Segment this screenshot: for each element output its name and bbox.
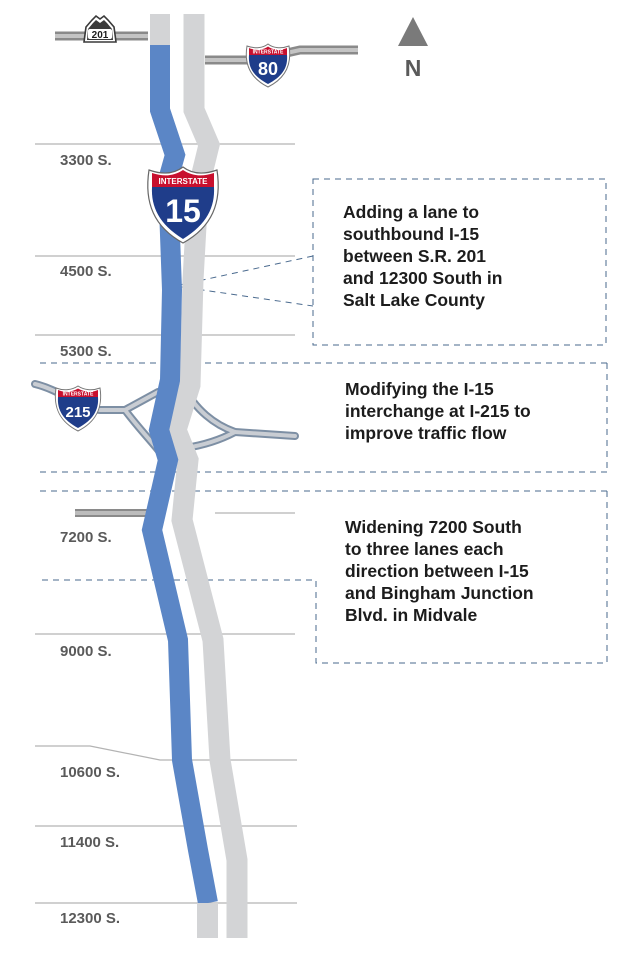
street-label-4500: 4500 S. (60, 263, 112, 280)
north-arrow-icon (398, 17, 428, 46)
street-label-11400: 11400 S. (60, 834, 119, 851)
i215-header: INTERSTATE (63, 392, 94, 398)
callout-line: southbound I-15 (343, 224, 480, 244)
i15-header: INTERSTATE (158, 177, 208, 186)
callout-line: between S.R. 201 (343, 246, 486, 266)
callout-leader-1 (174, 255, 314, 307)
i15-number: 15 (165, 193, 201, 229)
i80-shield: INTERSTATE 80 (245, 43, 291, 88)
street-labels: 3300 S. 4500 S. 5300 S. 7200 S. 9000 S. … (60, 152, 120, 927)
callout-line: and Bingham Junction (345, 583, 534, 603)
street-label-7200: 7200 S. (60, 529, 112, 546)
callout-add-lane: Adding a lane to southbound I-15 between… (343, 201, 502, 311)
compass: N (398, 17, 428, 81)
i80-number: 80 (258, 59, 278, 79)
callout-line: Modifying the I-15 (345, 379, 494, 399)
callout-line: Blvd. in Midvale (345, 605, 478, 625)
callout-box-3-side (40, 491, 608, 664)
callout-line: to three lanes each (345, 539, 504, 559)
callout-line: Adding a lane to (343, 202, 480, 222)
callout-line: improve traffic flow (345, 423, 507, 443)
street-line-10600 (35, 745, 297, 761)
i15-southbound-cap-bottom (197, 903, 218, 938)
street-label-5300: 5300 S. (60, 343, 112, 360)
callout-box-1 (312, 178, 607, 346)
street-label-10600: 10600 S. (60, 764, 120, 781)
i80-header: INTERSTATE (253, 50, 284, 56)
i15-northbound-lanes (164, 14, 248, 938)
callout-interchange: Modifying the I-15 interchange at I-215 … (345, 378, 531, 444)
street-label-3300: 3300 S. (60, 152, 112, 169)
callout-line: Salt Lake County (343, 290, 485, 310)
i215-shield: INTERSTATE 215 (54, 385, 102, 432)
sr201-shield: 201 (83, 14, 117, 43)
street-label-12300: 12300 S. (60, 910, 120, 927)
street-label-9000: 9000 S. (60, 643, 112, 660)
i15-southbound-cap-top (150, 14, 170, 45)
callout-line: and 12300 South in (343, 268, 503, 288)
callout-line: interchange at I-215 to (345, 401, 531, 421)
i215-number: 215 (65, 404, 90, 421)
sr201-number: 201 (92, 30, 109, 41)
callout-line: Widening 7200 South (345, 517, 522, 537)
i15-southbound-lanes (141, 45, 218, 905)
callout-frames (40, 178, 608, 664)
callout-line: direction between I-15 (345, 561, 529, 581)
i15-shield: INTERSTATE 15 (147, 166, 219, 244)
callout-widening: Widening 7200 South to three lanes each … (345, 516, 534, 626)
north-label: N (405, 55, 422, 81)
